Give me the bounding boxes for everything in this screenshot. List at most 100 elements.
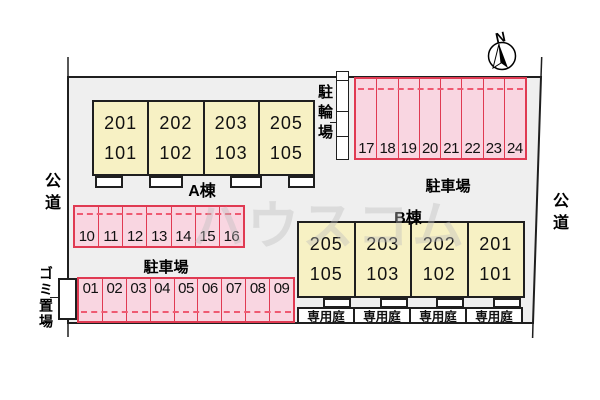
compass-icon: N <box>487 28 517 71</box>
unit-number: 201 <box>104 112 138 133</box>
stall-number: 06 <box>202 280 218 297</box>
parking-stall: 02 <box>103 279 127 321</box>
stall-number: 22 <box>464 140 481 157</box>
parking-stall: 21 <box>441 79 463 158</box>
unit-number: 202 <box>422 234 456 254</box>
stall-number: 07 <box>225 280 242 297</box>
parking-stall: 06 <box>198 279 223 321</box>
parking-dashed-line <box>77 213 241 215</box>
private-garden-label: 専用庭 <box>475 310 513 322</box>
unit-a-203-103: 203 103 <box>205 102 260 174</box>
bicycle-area-divider <box>337 136 348 137</box>
parking-stall: 11 <box>99 207 124 246</box>
unit-a-201-101: 201 101 <box>94 102 150 174</box>
building-a: 201 101 202 102 203 103 205 105 <box>92 100 315 176</box>
unit-number: 205 <box>269 112 303 133</box>
stall-number: 03 <box>130 280 147 297</box>
unit-b-202-102: 202 102 <box>412 223 469 296</box>
entrance-step <box>288 176 315 188</box>
parking-label-east: 駐車場 <box>425 178 471 195</box>
private-garden-label: 専用庭 <box>299 309 355 322</box>
unit-number: 103 <box>214 142 248 163</box>
bicycle-parking-label: 駐輪場 <box>316 84 333 144</box>
parking-stall: 01 <box>79 279 103 321</box>
stall-number: 01 <box>82 280 99 297</box>
unit-number: 201 <box>479 234 513 254</box>
parking-stall: 22 <box>462 79 484 158</box>
parking-row-south: 01 02 03 04 05 06 07 08 09 <box>77 277 295 323</box>
parking-stall: 10 <box>75 207 100 246</box>
unit-b-203-103: 203 103 <box>356 223 412 296</box>
private-garden-label: 専用庭 <box>411 309 467 322</box>
private-garden-label: 専用庭 <box>355 309 411 322</box>
stall-number: 14 <box>175 228 191 245</box>
garbage-box <box>58 278 77 320</box>
bicycle-area-divider <box>337 80 348 81</box>
parking-stall: 08 <box>246 279 271 321</box>
boundary-tick <box>540 56 543 78</box>
stall-number: 05 <box>178 280 194 297</box>
unit-number: 102 <box>422 264 456 284</box>
stall-number: 20 <box>422 140 438 157</box>
stall-number: 09 <box>273 280 290 297</box>
parking-row-north: 17 18 19 20 21 22 23 24 <box>354 77 527 160</box>
stall-number: 10 <box>78 228 95 245</box>
parking-stall: 23 <box>484 79 505 158</box>
unit-number: 101 <box>479 264 513 284</box>
entrance-step <box>149 176 183 188</box>
parking-stall: 13 <box>147 207 172 246</box>
parking-stall: 18 <box>377 79 399 158</box>
parking-stall: 24 <box>505 79 525 158</box>
parking-dashed-line <box>358 88 523 90</box>
stall-number: 15 <box>199 228 216 245</box>
parking-stall: 05 <box>175 279 199 321</box>
building-b: 205 105 203 103 202 102 201 101 <box>297 221 525 298</box>
building-a-label: A棟 <box>188 183 216 200</box>
unit-number: 101 <box>104 142 138 163</box>
unit-number: 102 <box>159 142 193 163</box>
parking-stall: 09 <box>270 279 293 321</box>
unit-number: 103 <box>366 264 400 284</box>
unit-number: 203 <box>214 112 248 133</box>
stall-number: 04 <box>154 280 170 297</box>
compass-north-label: N <box>494 28 507 46</box>
parking-stall: 07 <box>222 279 247 321</box>
unit-b-205-105: 205 105 <box>299 223 356 296</box>
parking-stall: 12 <box>123 207 148 246</box>
parking-stall: 20 <box>420 79 441 158</box>
unit-a-205-105: 205 105 <box>260 102 313 174</box>
unit-number: 105 <box>309 264 343 284</box>
stall-number: 13 <box>151 228 167 245</box>
stall-number: 18 <box>379 140 396 157</box>
bicycle-area-divider <box>337 111 348 112</box>
parking-dashed-line <box>81 311 291 313</box>
stall-number: 16 <box>223 228 240 245</box>
unit-number: 205 <box>309 234 343 254</box>
stall-number: 21 <box>443 140 459 157</box>
unit-a-202-102: 202 102 <box>149 102 205 174</box>
parking-stall: 17 <box>356 79 378 158</box>
parking-stall: 04 <box>151 279 175 321</box>
private-garden-strip: 専用庭 専用庭 専用庭 専用庭 <box>297 307 523 324</box>
parking-label-west: 駐車場 <box>143 259 189 276</box>
stall-number: 11 <box>103 228 118 245</box>
road-label-left: 公道 <box>42 172 59 216</box>
parking-stall: 14 <box>172 207 196 246</box>
parking-stall: 16 <box>220 207 243 246</box>
unit-number: 203 <box>366 234 400 254</box>
building-b-label: B棟 <box>394 210 422 227</box>
stall-number: 08 <box>249 280 266 297</box>
stall-number: 23 <box>485 140 502 157</box>
parking-stall: 19 <box>399 79 420 158</box>
bicycle-parking-area <box>336 71 349 160</box>
entrance-step <box>95 176 123 188</box>
parking-stall: 15 <box>196 207 220 246</box>
label-tick <box>330 122 336 123</box>
stall-number: 19 <box>400 140 417 157</box>
garbage-area-label: ゴミ置場 <box>38 266 54 330</box>
stall-number: 02 <box>106 280 123 297</box>
unit-number: 202 <box>159 112 193 133</box>
parking-stall: 03 <box>127 279 151 321</box>
